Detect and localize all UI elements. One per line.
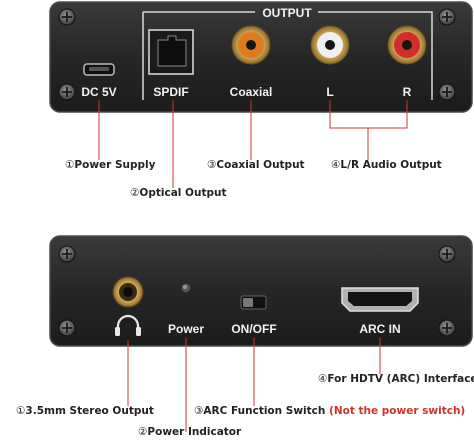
left-audio-rca-port [310,25,350,65]
power-label: Power [168,322,204,336]
callout-power-supply: ①Power Supply [65,159,156,171]
top-leader-lines [98,100,408,188]
optical-port [148,29,194,75]
callout-power-indicator: ②Power Indicator [138,426,241,438]
callout-optical-output: ②Optical Output [130,187,226,199]
callout-number: ④ [331,159,341,171]
dc-5v-label: DC 5V [81,85,116,99]
spdif-label: SPDIF [153,85,188,99]
left-channel-label: L [326,85,333,99]
callout-text-emphasis: HDTV [350,373,384,385]
bottom-device-panel: Power ON/OFF ARC IN [49,235,473,347]
callout-coaxial-output: ③Coaxial Output [207,159,305,171]
screw-icon [438,83,456,101]
callout-text: For [327,373,351,385]
right-audio-rca-port [387,25,427,65]
screw-icon [438,245,456,263]
callout-number: ③ [194,405,204,417]
callout-text: Power Indicator [147,426,242,438]
callout-number: ② [138,426,148,438]
output-section-title: OUTPUT [262,6,312,20]
coaxial-rca-port [231,25,271,65]
top-device-panel: OUTPUT DC 5V SPDIF Coaxial L [49,1,473,113]
callout-arc-switch: ③ARC Function Switch (Not the power swit… [194,405,465,417]
screw-icon [58,319,76,337]
callout-lr-audio-output: ④L/R Audio Output [331,159,442,171]
callout-number: ① [65,159,75,171]
callout-text: Coaxial Output [216,159,305,171]
bottom-leader-lines [127,338,381,432]
callout-text: Optical Output [139,187,227,199]
switch-label: ON/OFF [231,322,276,336]
coaxial-label: Coaxial [230,85,273,99]
callout-text: ARC Function Switch [203,405,326,417]
callout-warning-note: (Not the power switch) [329,405,466,417]
arc-in-label: ARC IN [359,322,400,336]
callout-number: ② [130,187,140,199]
power-indicator-led [180,282,192,294]
callout-text: 3.5mm Stereo Output [25,405,154,417]
screw-icon [58,8,76,26]
callout-number: ④ [318,373,328,385]
callout-text: L/R Audio Output [340,159,442,171]
headphones-icon [115,314,141,336]
lr-audio-leader [329,100,408,160]
arc-function-switch [240,295,267,310]
right-channel-label: R [403,85,412,99]
output-group-bracket [142,11,433,100]
callout-number: ③ [207,159,217,171]
screw-icon [438,319,456,337]
callout-text: Power Supply [74,159,156,171]
screw-icon [58,83,76,101]
callout-stereo-output: ①3.5mm Stereo Output [16,405,154,417]
screw-icon [58,245,76,263]
callout-number: ① [16,405,26,417]
callout-text: (ARC) Interface [383,373,474,385]
callout-hdtv-interface: ④For HDTV (ARC) Interface [318,373,474,385]
screw-icon [438,8,456,26]
micro-usb-port [83,63,115,76]
hdmi-arc-port [341,287,419,312]
stereo-jack-port [112,276,144,308]
